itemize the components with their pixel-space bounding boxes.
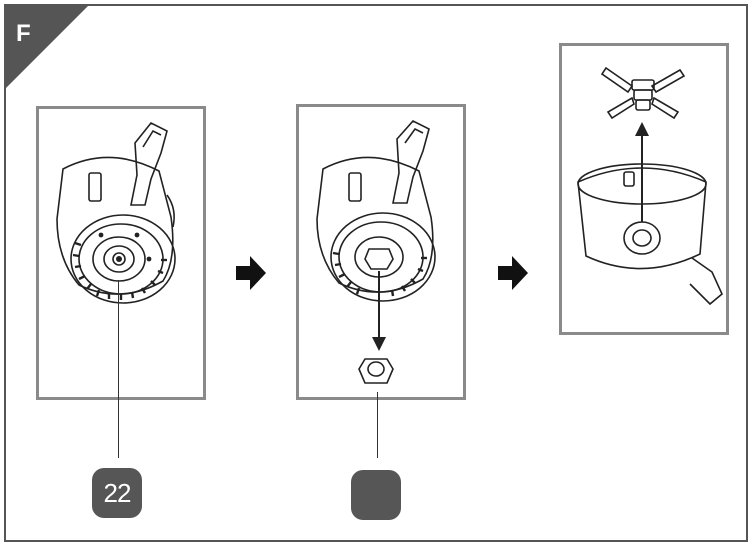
instruction-frame: F [4,4,748,542]
blade-assembly-icon [577,66,723,306]
blender-jug-base-icon [56,121,176,304]
section-corner-tab [6,6,88,88]
step-panel-1 [36,106,206,400]
step-arrow-icon [236,256,266,290]
section-letter: F [16,20,31,47]
callout-badge: 22 [92,468,142,518]
step-arrow-icon [498,256,528,290]
blade-nut-icon [316,120,436,384]
callout-leader-line [118,280,119,458]
step-panel-3 [559,43,729,335]
step-panel-2 [296,104,466,400]
callout-leader-line [377,392,378,458]
callout-badge [351,470,401,520]
